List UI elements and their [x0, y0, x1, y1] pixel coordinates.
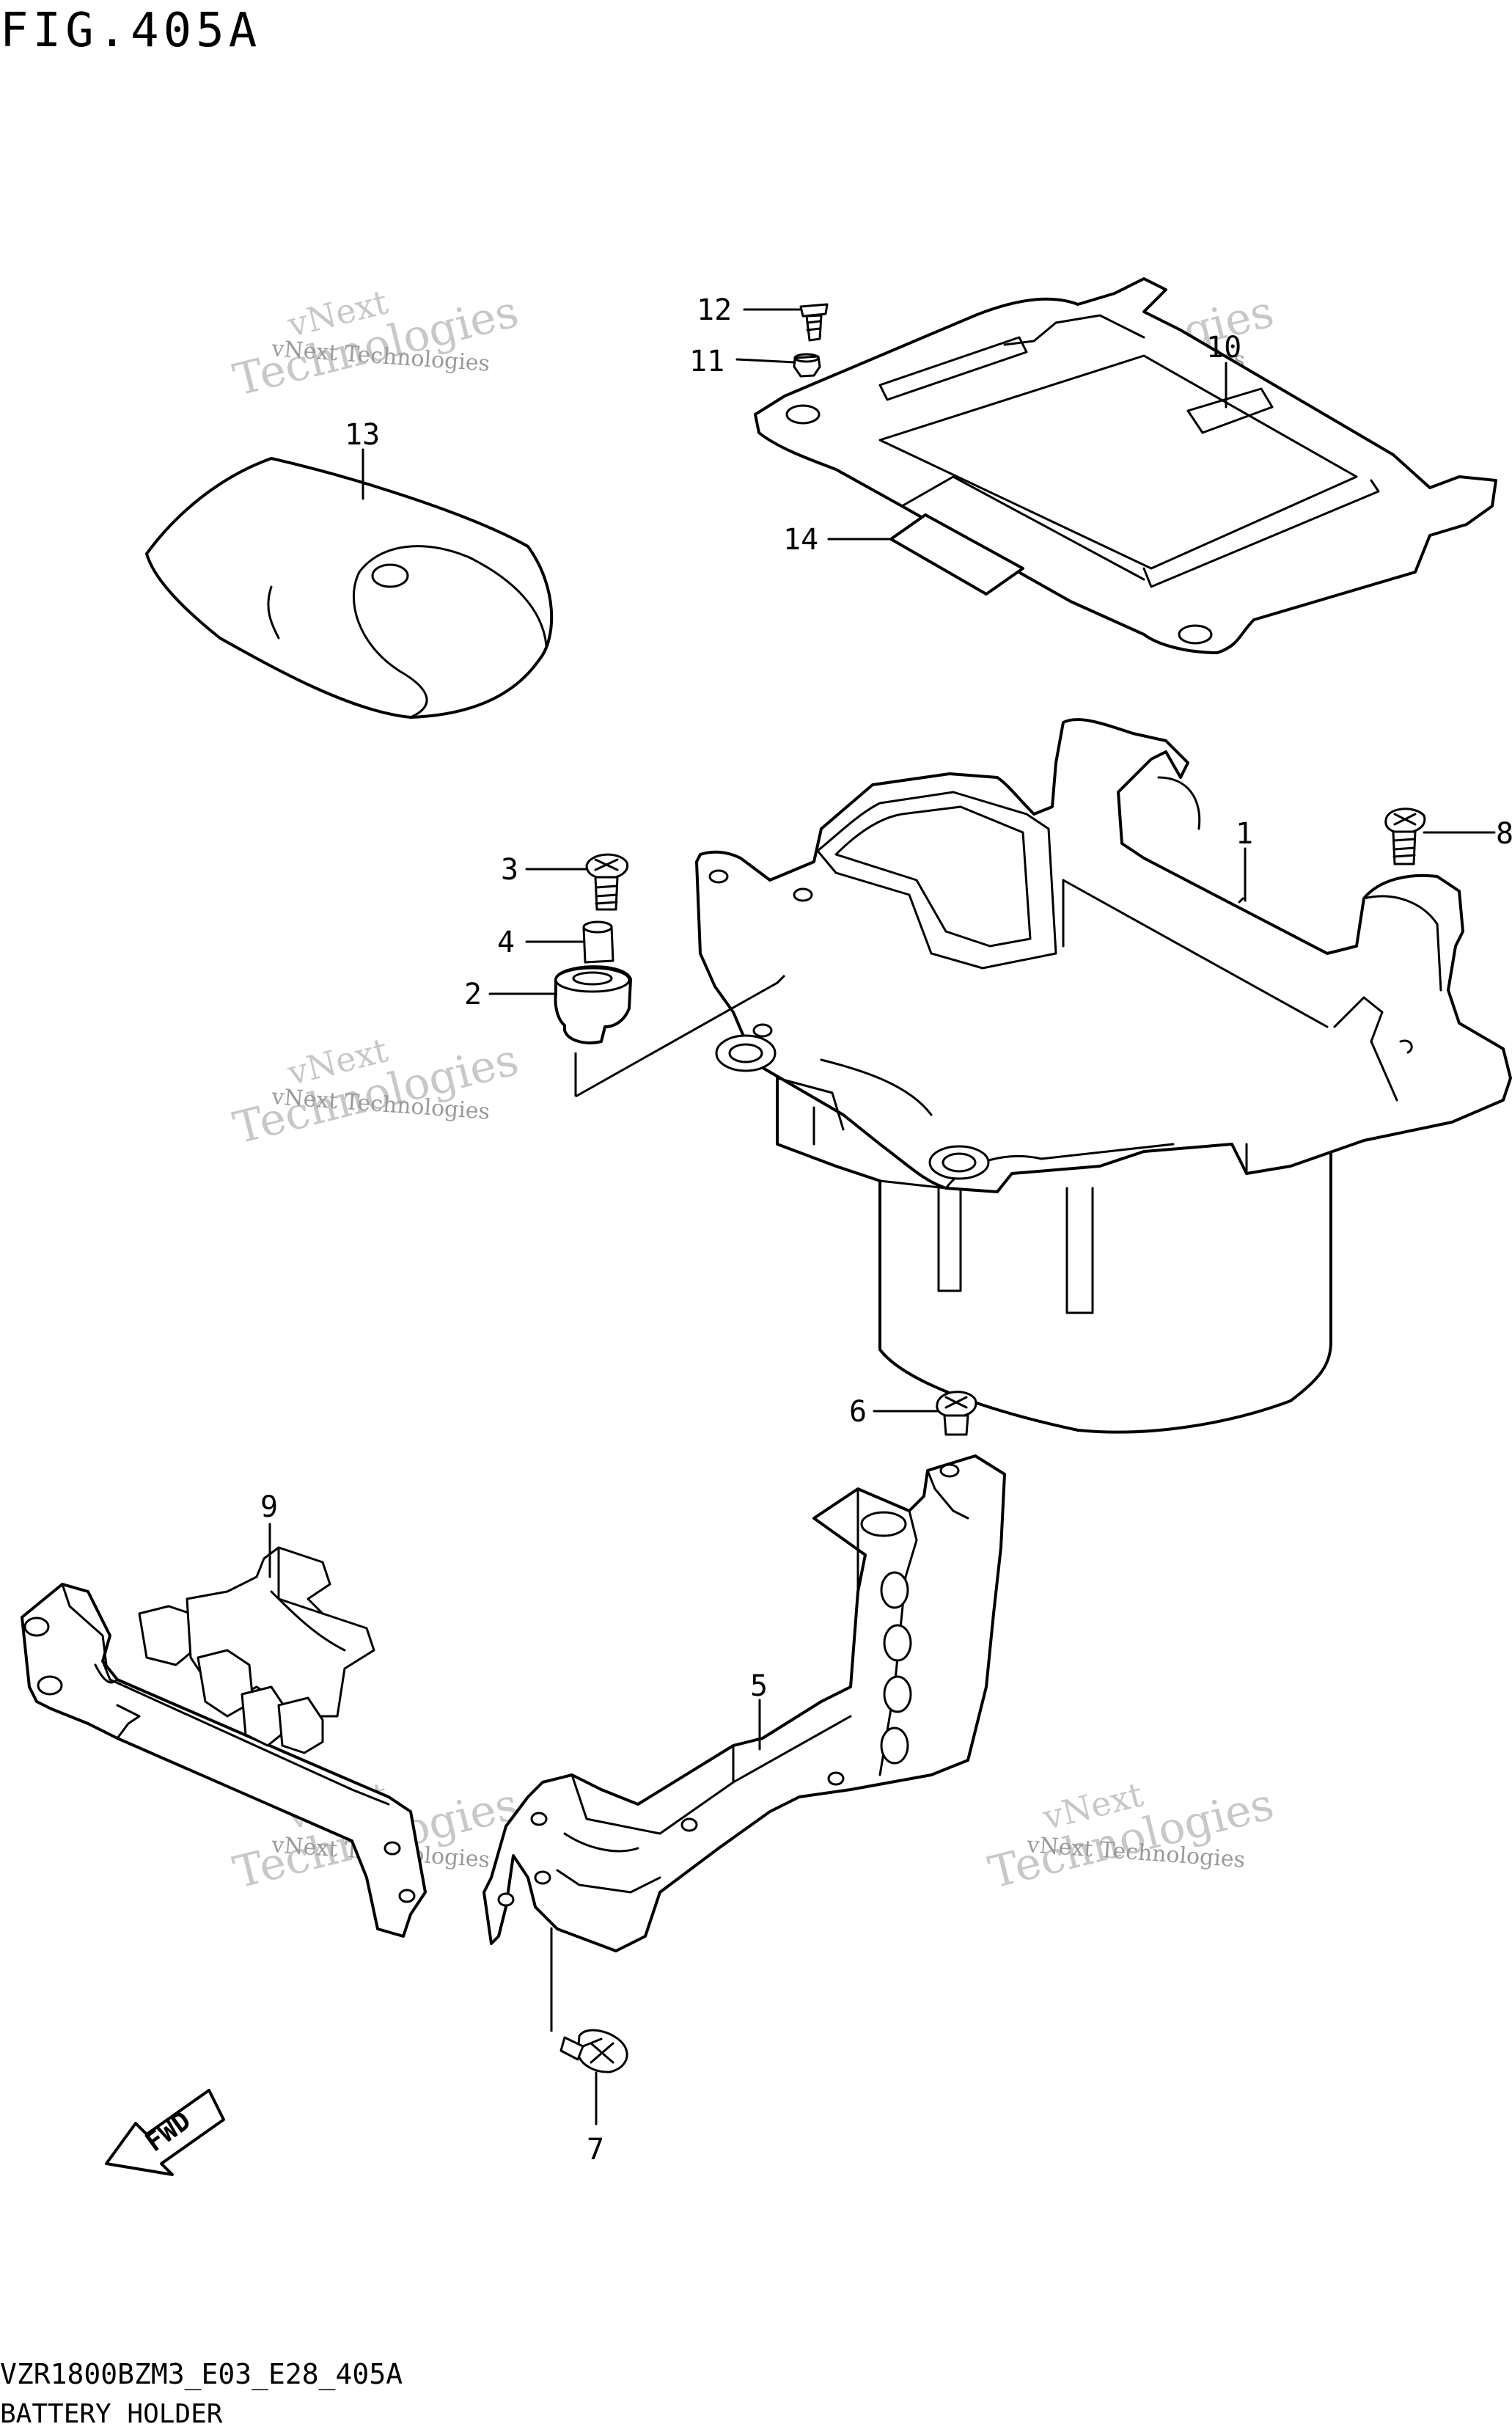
- section-name: BATTERY HOLDER: [0, 2399, 223, 2429]
- figure-title: FIG.405A: [0, 4, 262, 58]
- part-1-battery-case: [695, 717, 1512, 1434]
- callout-5: 5: [750, 1669, 768, 1703]
- part-11-nut: [793, 353, 821, 378]
- callout-8: 8: [1496, 817, 1512, 851]
- part-12-screw: [799, 303, 829, 342]
- part-10-top-frame: [754, 277, 1497, 654]
- model-code: VZR1800BZM3_E03_E28_405A: [0, 2358, 403, 2390]
- watermark-3: vNext Technologies: [229, 1030, 524, 1154]
- part-3-screw: [585, 853, 629, 911]
- callout-10: 10: [1206, 331, 1241, 365]
- callout-14: 14: [783, 523, 818, 557]
- callout-3: 3: [501, 853, 518, 887]
- callout-9: 9: [260, 1490, 278, 1524]
- assembly-guide-line: [574, 974, 786, 1098]
- callout-12: 12: [697, 293, 732, 327]
- callout-1: 1: [1236, 817, 1253, 851]
- callout-11: 11: [689, 345, 724, 378]
- part-7-bolt: [559, 2029, 628, 2073]
- callout-13: 13: [345, 418, 380, 452]
- watermark-6: vNext Technologies: [984, 1774, 1279, 1899]
- part-9-side-bracket: [21, 1546, 427, 1938]
- watermark-1: vNext Technologies: [229, 282, 524, 406]
- part-5-bracket: [482, 1454, 1006, 1952]
- callout-2: 2: [464, 978, 482, 1011]
- part-13-pad: [145, 457, 554, 719]
- callout-6: 6: [849, 1395, 867, 1429]
- part-8-screw: [1384, 808, 1426, 865]
- fwd-arrow-icon: FWD: [105, 2089, 225, 2176]
- callout-group: 12 11 10 13 14 1 8 3 4 2 6 9 5: [260, 293, 1512, 2167]
- callout-4: 4: [497, 926, 515, 959]
- callout-7: 7: [587, 2133, 604, 2167]
- part-4-collar: [582, 920, 614, 964]
- part-6-screw: [936, 1391, 977, 1436]
- part-2-grommet: [554, 965, 632, 1044]
- part-14-pad: [889, 513, 1024, 596]
